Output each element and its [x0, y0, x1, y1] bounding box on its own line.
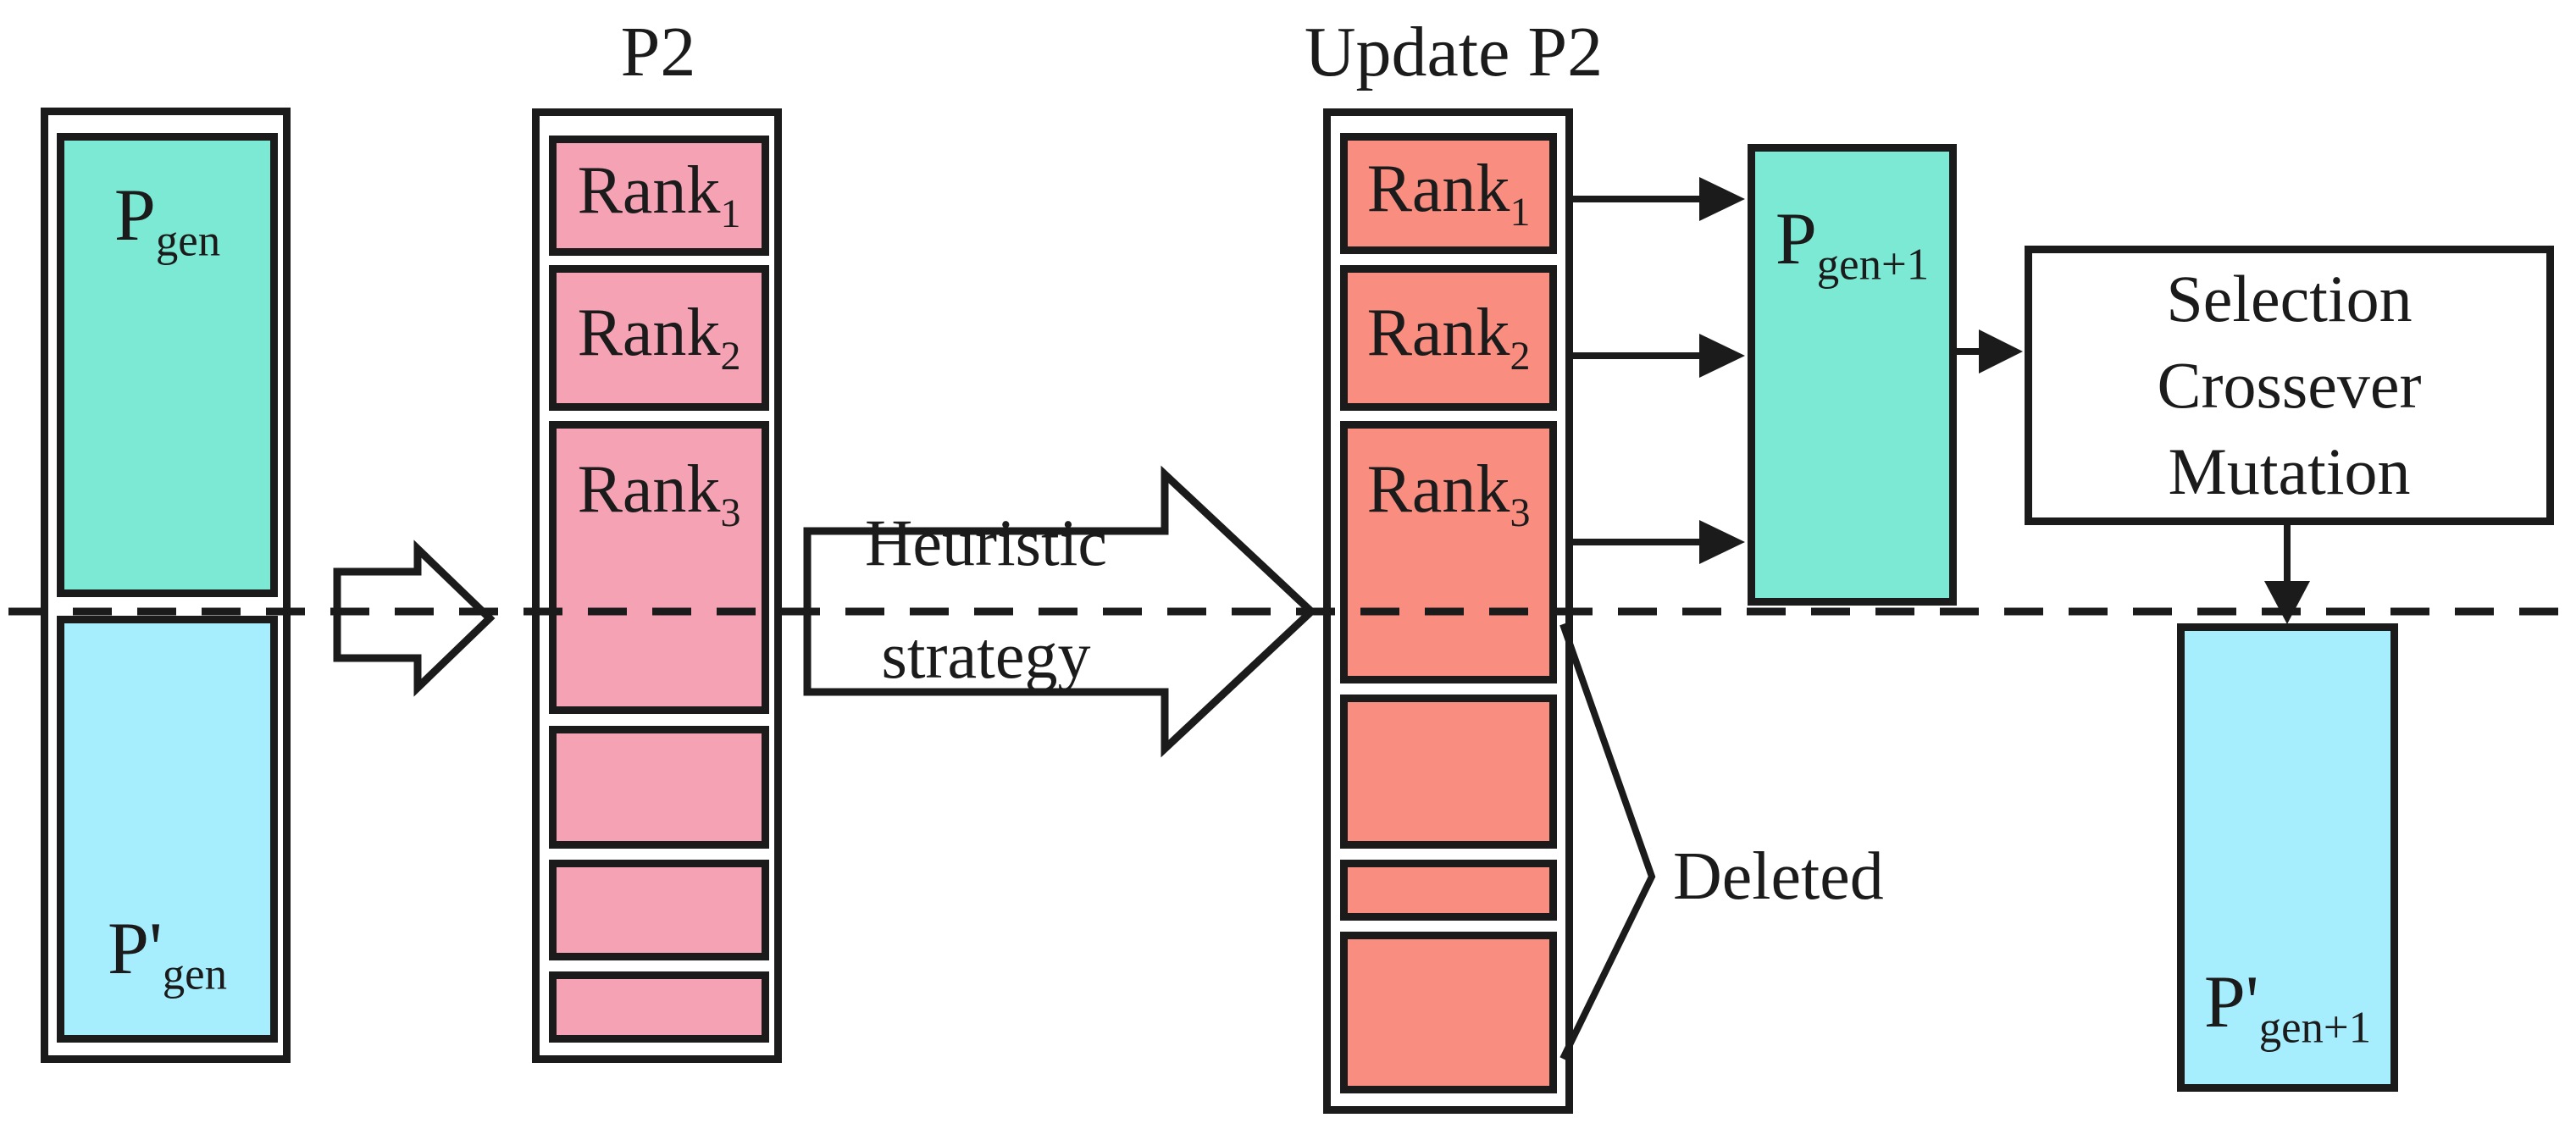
p2-segment-box	[549, 726, 769, 849]
deleted-brace-icon	[1559, 623, 1656, 1060]
update-p2-column-title: Update P2	[1304, 13, 1604, 91]
p2-rank2-label: Rank2	[577, 296, 741, 379]
pprime-gen-plus1-box: P'gen+1	[2177, 623, 2398, 1092]
update-p2-rank3-box: Rank3	[1340, 421, 1557, 683]
update-p2-rank2-label: Rank2	[1366, 296, 1531, 379]
heuristic-strategy-label-line1: Heuristic	[865, 506, 1107, 579]
pgen1-to-selection-arrow-icon	[1957, 329, 2023, 374]
pgen-label: Pgen	[114, 174, 221, 266]
rank-to-pgen1-arrow-icon	[1573, 177, 1745, 564]
mutation-label: Mutation	[2168, 434, 2411, 508]
pprime-gen-plus1-label: P'gen+1	[2203, 960, 2372, 1053]
pgen-box: Pgen	[57, 133, 278, 597]
pprime-gen-box: P'gen	[57, 616, 278, 1043]
selection-to-pprime-arrow-icon	[2264, 525, 2310, 624]
update-p2-segment-box	[1340, 860, 1557, 921]
p2-rank2-box: Rank2	[549, 265, 769, 411]
update-p2-segment-box	[1340, 695, 1557, 849]
pgen-plus1-label: Pgen+1	[1775, 198, 1930, 290]
update-p2-rank2-box: Rank2	[1340, 265, 1557, 411]
p2-rank1-label: Rank1	[577, 153, 741, 236]
p2-column-title: P2	[620, 13, 696, 91]
p2-segment-box	[549, 971, 769, 1043]
p2-rank3-label: Rank3	[577, 452, 741, 535]
p2-rank3-box: Rank3	[549, 421, 769, 714]
pprime-gen-label: P'gen	[107, 907, 228, 999]
block-arrow-right-small-icon	[333, 540, 496, 697]
crossover-label: Crossever	[2157, 348, 2422, 422]
update-p2-rank3-label: Rank3	[1366, 452, 1531, 535]
selection-label: Selection	[2166, 262, 2413, 335]
p2-segment-box	[549, 860, 769, 960]
heuristic-strategy-label-line2: strategy	[881, 618, 1091, 692]
update-p2-rank1-label: Rank1	[1366, 151, 1531, 235]
update-p2-segment-box	[1340, 932, 1557, 1093]
selection-crossover-mutation-box: Selection Crossever Mutation	[2025, 246, 2554, 525]
p2-rank1-box: Rank1	[549, 136, 769, 256]
deleted-label: Deleted	[1673, 839, 1884, 914]
update-p2-rank1-box: Rank1	[1340, 133, 1557, 254]
pgen-plus1-box: Pgen+1	[1748, 144, 1957, 606]
